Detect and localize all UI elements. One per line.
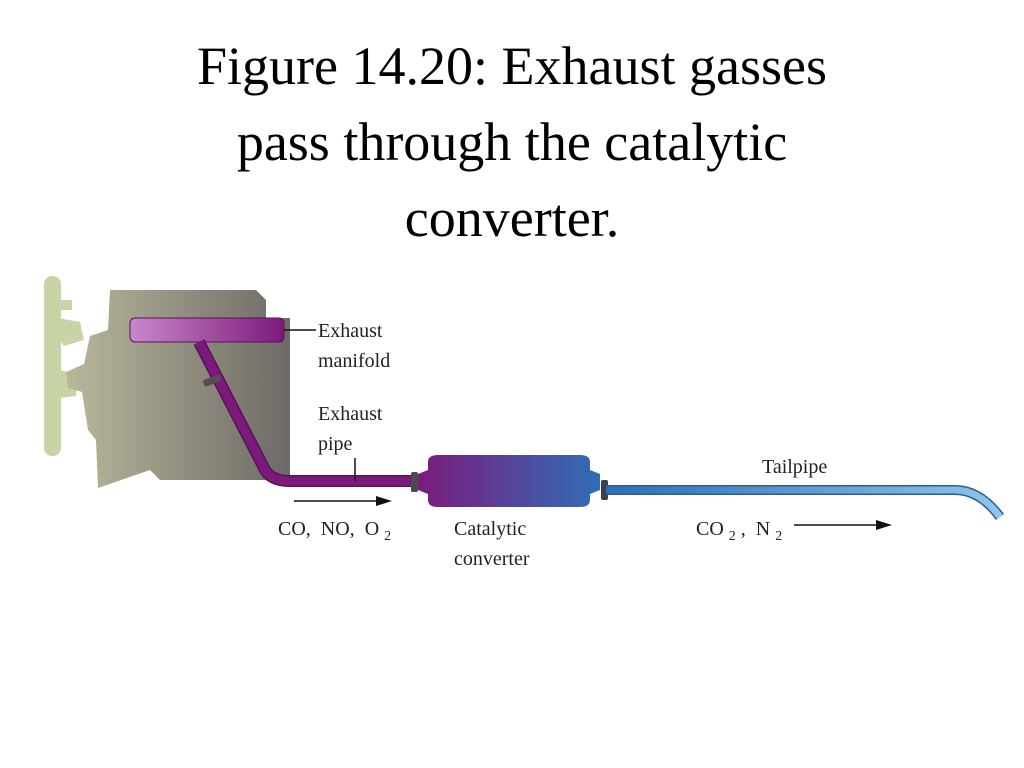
exhaust-pipe-label: Exhaust pipe: [318, 403, 387, 455]
inlet-gas-o: O: [365, 518, 379, 540]
tailpipe: [606, 485, 1005, 521]
outlet-gas-co-subscript: 2: [729, 529, 736, 544]
pipe-flange-upper: [203, 374, 222, 387]
exhaust-pipe-label-line-1: Exhaust: [318, 403, 383, 425]
catalytic-converter-label: Catalytic converter: [454, 518, 531, 570]
pipe-flange-lower: [411, 472, 418, 492]
engine-bracket: [44, 276, 84, 456]
outlet-gas-comma: ,: [741, 518, 746, 540]
title-line-2: pass through the catalytic: [236, 112, 788, 172]
exhaust-manifold-label-line-2: manifold: [318, 350, 390, 372]
exhaust-manifold: [129, 317, 285, 343]
exhaust-manifold-label-line-1: Exhaust: [318, 320, 383, 342]
title-line-3: converter.: [404, 188, 620, 248]
inlet-flow-arrow: [294, 496, 392, 506]
inlet-gas-o-subscript: 2: [384, 529, 391, 544]
tailpipe-label: Tailpipe: [762, 456, 827, 478]
catalytic-converter-label-line-2: converter: [454, 548, 530, 570]
exhaust-pipe-label-line-2: pipe: [318, 433, 353, 455]
inlet-gases-label: CO, NO, O 2: [278, 518, 391, 544]
inlet-gas-no: NO,: [321, 518, 355, 540]
inlet-gas-co: CO,: [278, 518, 311, 540]
outlet-gas-co: CO: [696, 518, 724, 540]
exhaust-pipe: [193, 339, 420, 492]
catalytic-converter: [418, 455, 608, 507]
exhaust-manifold-label: Exhaust manifold: [318, 320, 390, 372]
page-title: Figure 14.20: Exhaust gasses pass throug…: [80, 28, 944, 256]
outlet-gas-n: N: [756, 518, 770, 540]
catalytic-converter-label-line-1: Catalytic: [454, 518, 526, 540]
outlet-flow-arrow: [794, 520, 892, 530]
outlet-gas-n-subscript: 2: [775, 529, 782, 544]
title-line-1: Figure 14.20: Exhaust gasses: [197, 36, 827, 96]
outlet-gases-label: CO 2 , N 2: [696, 518, 782, 545]
